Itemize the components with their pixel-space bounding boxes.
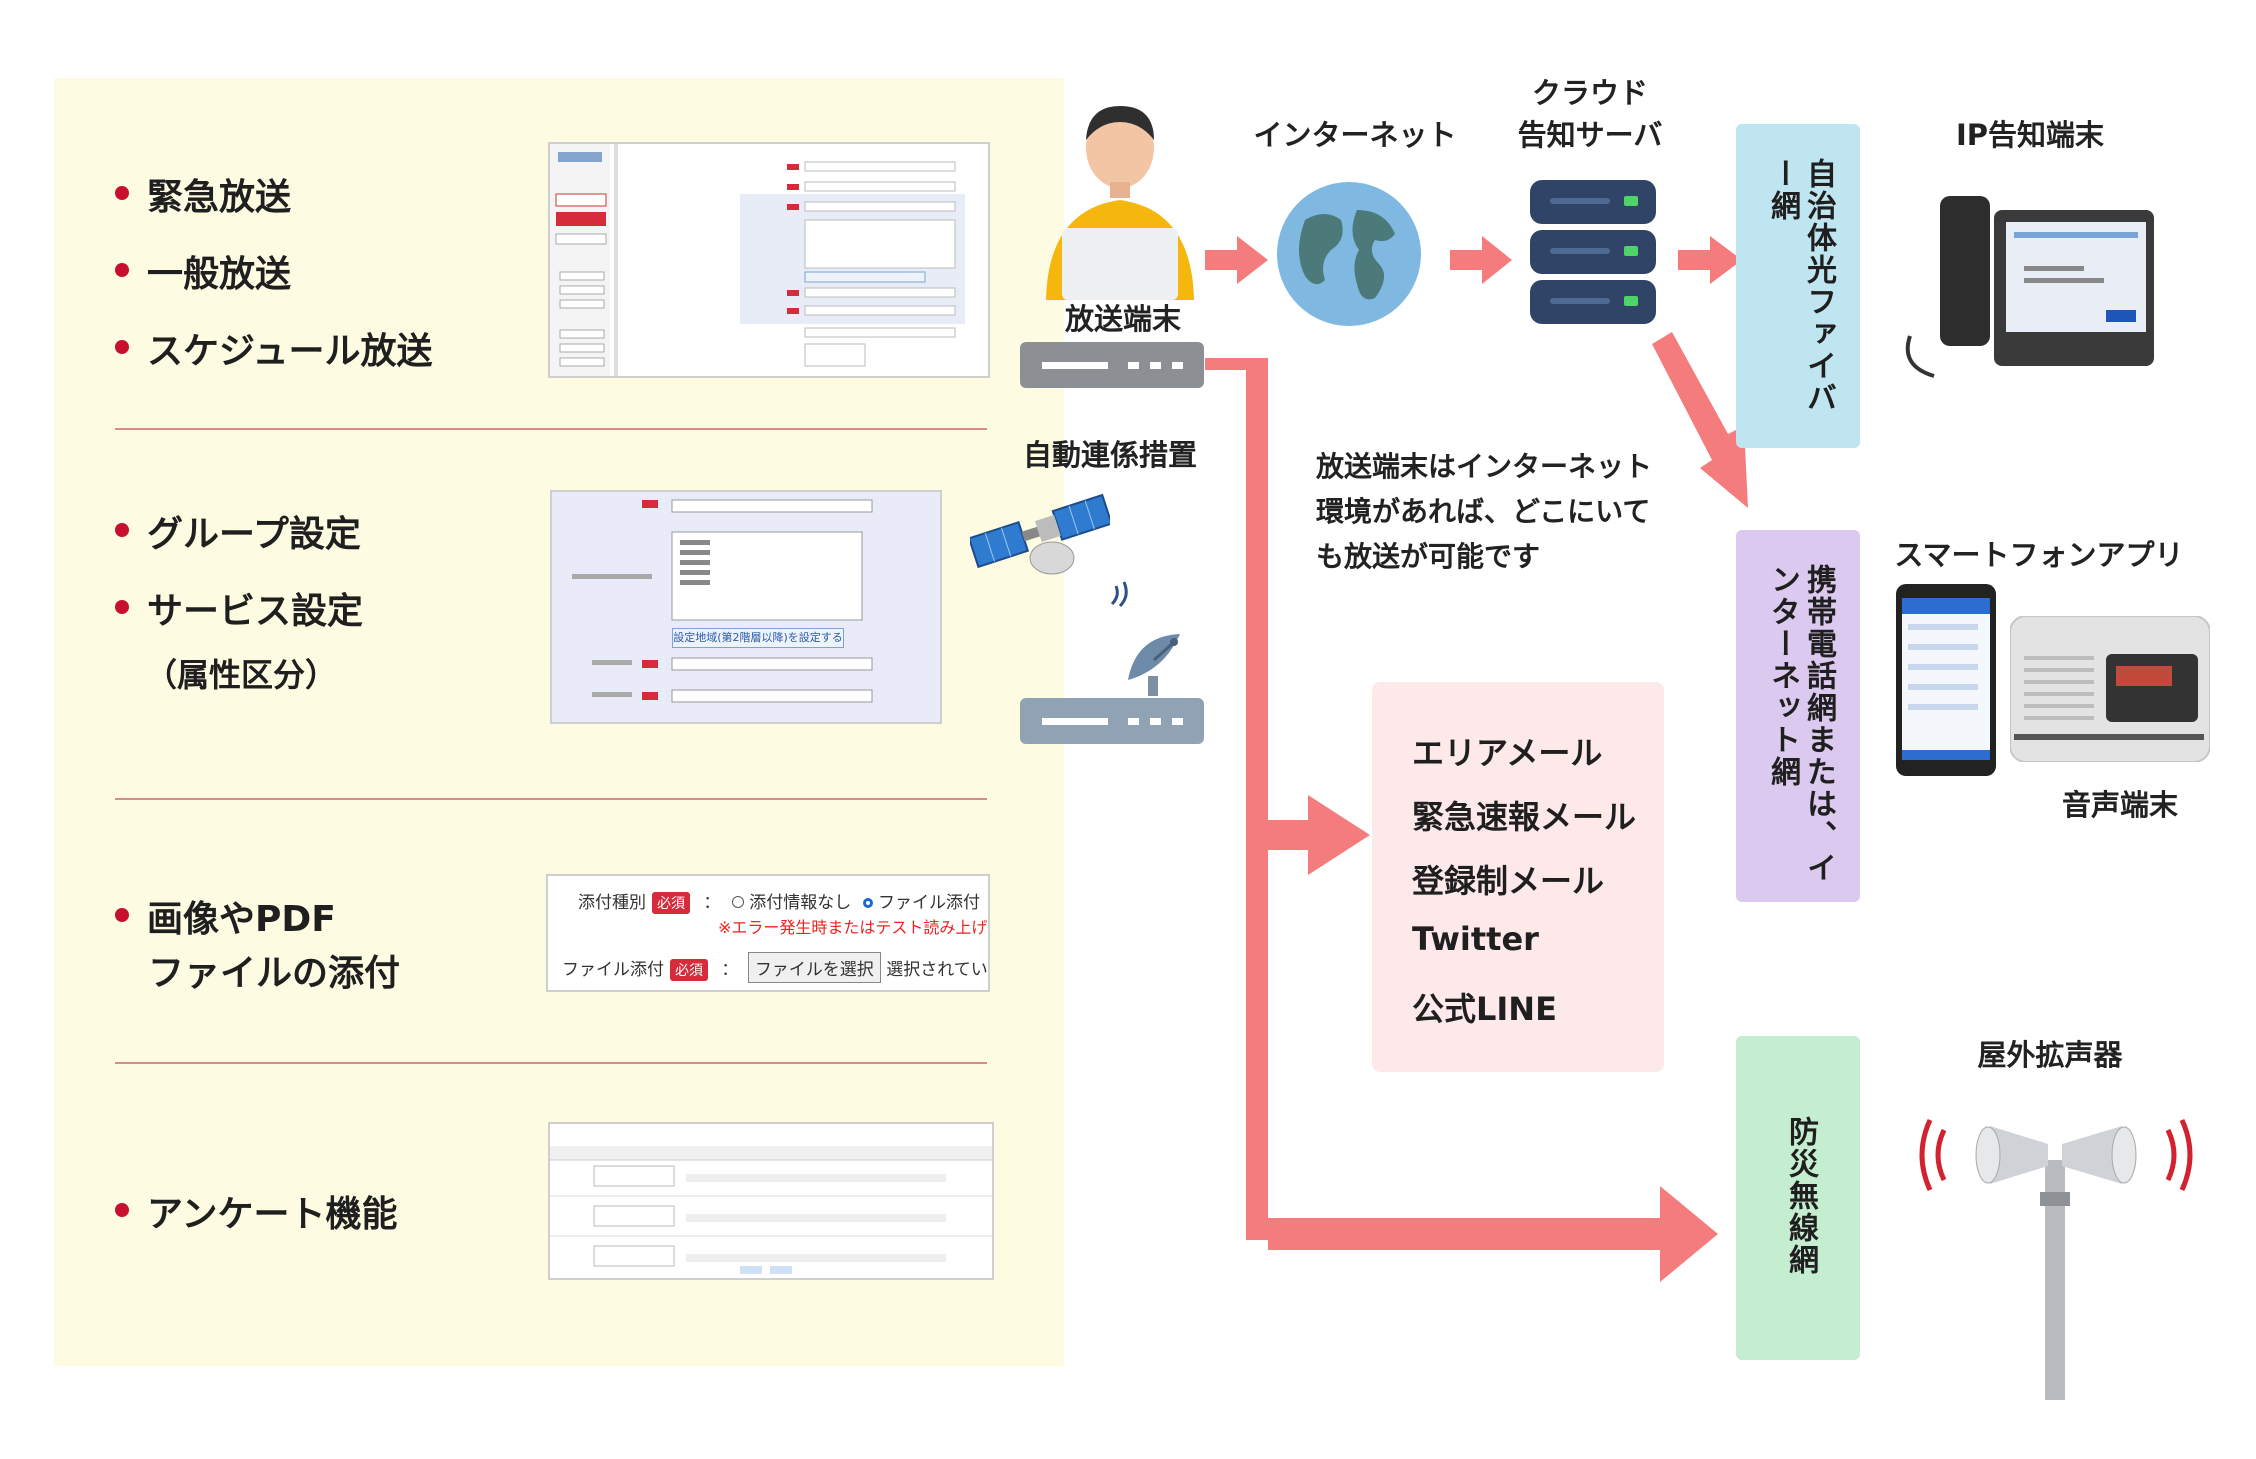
feature-general-broadcast: 一般放送 — [115, 245, 291, 297]
feature-service-settings: サービス設定 — [115, 582, 363, 634]
survey-screenshot — [548, 1122, 994, 1280]
survey-table-mock — [550, 1124, 992, 1274]
feature-survey: アンケート機能 — [115, 1185, 398, 1237]
ip-phone-icon — [1905, 196, 2154, 378]
terminal-device-2-icon — [1020, 698, 1204, 744]
media-line: 公式LINE — [1412, 990, 1557, 1028]
smartphone-icon — [1896, 584, 1996, 776]
attachment-warning: ※エラー発生時またはテスト読み上げ — [718, 918, 988, 937]
internet-label: インターネット — [1253, 118, 1457, 152]
broadcast-form-screenshot — [548, 142, 990, 378]
disaster-network-label: 防災無線網 — [1783, 1116, 1818, 1276]
outdoor-speaker-icon — [1919, 1118, 2193, 1400]
bullet-icon — [115, 186, 129, 200]
bullet-icon — [115, 340, 129, 354]
media-emergency-mail: 緊急速報メール — [1412, 798, 1637, 836]
option-file-label: ファイル添付 — [878, 893, 981, 913]
voice-terminal-label: 音声端末 — [2061, 788, 2178, 822]
required-badge: 必須 — [652, 892, 690, 914]
disaster-network-box: 防災無線網 — [1736, 1036, 1860, 1360]
bullet-icon — [115, 523, 129, 537]
media-twitter: Twitter — [1412, 920, 1539, 958]
bullet-icon — [115, 908, 129, 922]
group-settings-mock — [572, 499, 873, 621]
terminal-device-icon — [1020, 342, 1204, 388]
divider-3 — [115, 1062, 987, 1064]
server-icon — [1530, 180, 1656, 324]
set-region-button[interactable]: 設定地域(第2階層以降)を設定する — [672, 628, 844, 648]
terminal-label: 放送端末 — [1064, 302, 1181, 336]
smartphone-app-label: スマートフォンアプリ — [1894, 538, 2184, 572]
satellite-dish-icon — [1128, 634, 1180, 696]
attachment-type-label: 添付種別 — [578, 893, 646, 913]
arrow-to-cloud — [1450, 236, 1512, 284]
mobile-network-box: 携帯電話網または、インターネット網 — [1736, 530, 1860, 902]
operator-icon — [1046, 106, 1194, 300]
satellite-icon — [970, 493, 1110, 575]
required-badge: 必須 — [670, 959, 708, 981]
media-area-mail: エリアメール — [1412, 734, 1603, 772]
group-settings-mock-lower — [592, 657, 873, 703]
arrow-trunk-vertical — [1246, 358, 1268, 1240]
file-attach-label: ファイル添付 — [562, 960, 664, 980]
bullet-icon — [115, 1203, 129, 1217]
feature-group-settings: グループ設定 — [115, 505, 361, 557]
file-status: 選択されていません — [886, 960, 988, 980]
signal-waves-icon — [1110, 581, 1128, 608]
arrow-to-internet — [1205, 236, 1268, 284]
attachment-form-screenshot: 添付種別必須 ： 添付情報なし ファイル添付 ※エラー発生時またはテスト読み上げ… — [546, 874, 990, 992]
broadcast-form-mock — [550, 144, 965, 376]
feature-emergency-broadcast: 緊急放送 — [115, 168, 291, 220]
divider-1 — [115, 428, 987, 430]
fiber-network-label: 自治体光ファイバー網 — [1765, 158, 1836, 414]
radio-none-icon[interactable] — [731, 896, 744, 908]
arrow-to-media — [1268, 795, 1370, 875]
feature-schedule-broadcast: スケジュール放送 — [115, 322, 432, 374]
voice-terminal-icon — [2010, 616, 2210, 762]
feature-attachments-line2: ファイルの添付 — [148, 953, 401, 994]
divider-2 — [115, 798, 987, 800]
feature-attribute-note: （属性区分） — [145, 656, 338, 694]
arrow-to-fiber — [1678, 236, 1742, 284]
arrow-to-disaster — [1268, 1186, 1718, 1282]
ip-terminal-label: IP告知端末 — [1955, 118, 2105, 152]
arrow-to-mobile — [1652, 332, 1748, 508]
cloud-label-2: 告知サーバ — [1517, 118, 1663, 152]
auto-link-label: 自動連係措置 — [1022, 438, 1197, 472]
feature-attachments: 画像やPDF — [115, 890, 336, 942]
bullet-icon — [115, 263, 129, 277]
mobile-network-label: 携帯電話網または、インターネット網 — [1765, 564, 1836, 884]
group-settings-screenshot: 設定地域(第2階層以降)を設定する — [550, 490, 942, 724]
choose-file-button[interactable]: ファイルを選択 — [747, 952, 881, 983]
option-none-label: 添付情報なし — [749, 893, 852, 913]
bullet-icon — [115, 600, 129, 614]
cloud-label-1: クラウド — [1531, 76, 1648, 110]
media-registered-mail: 登録制メール — [1412, 862, 1605, 900]
fiber-network-box: 自治体光ファイバー網 — [1736, 124, 1860, 448]
note-text: 放送端末はインターネット 環境があれば、どこにいて も放送が可能です — [1316, 450, 1653, 573]
radio-file-icon[interactable] — [862, 898, 873, 908]
speaker-label: 屋外拡声器 — [1977, 1038, 2123, 1072]
globe-icon — [1277, 182, 1421, 326]
media-box: エリアメール 緊急速報メール 登録制メール Twitter 公式LINE — [1372, 682, 1664, 1072]
